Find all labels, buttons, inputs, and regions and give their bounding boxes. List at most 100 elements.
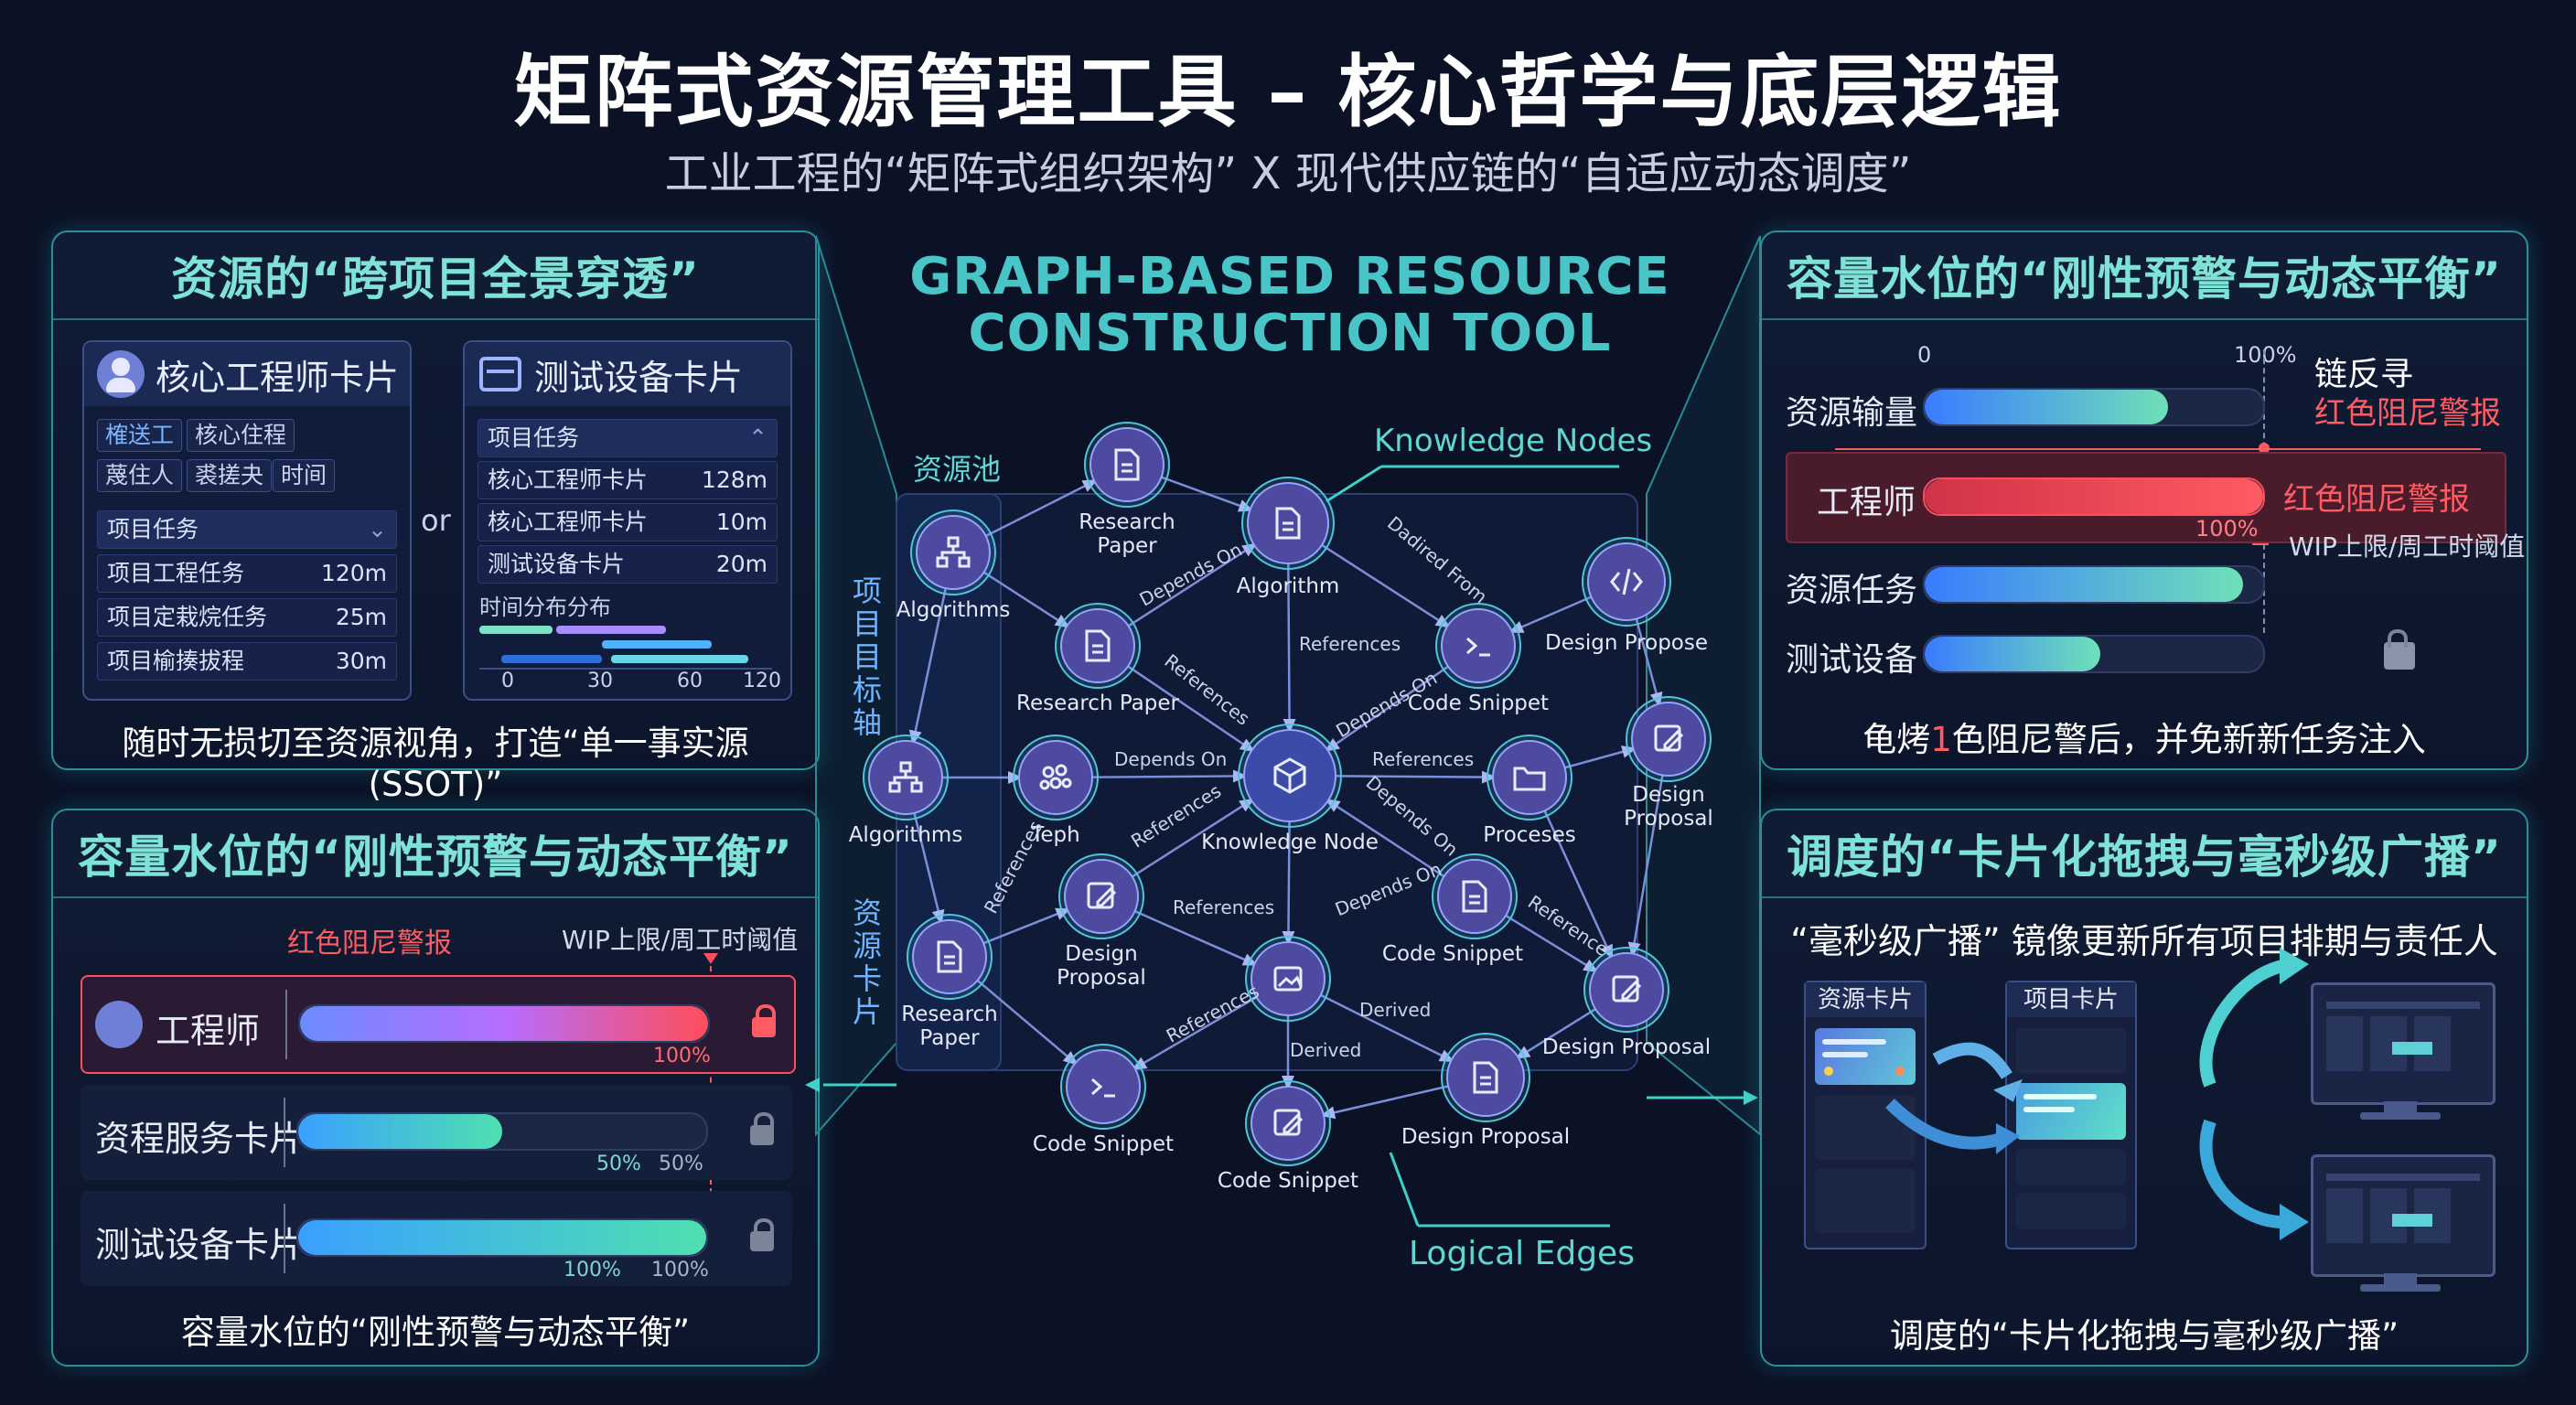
timeline-bar bbox=[479, 626, 553, 634]
tag-chip[interactable]: 榷送工 bbox=[97, 419, 183, 452]
capacity-row-engineer[interactable]: 工程师 100% bbox=[80, 975, 796, 1074]
side-label: 链反寻 bbox=[2314, 356, 2414, 393]
edge-arrowhead bbox=[1434, 614, 1451, 628]
tag-chip[interactable]: 裘搓夬 bbox=[187, 459, 273, 492]
card-title: 核心工程师卡片 bbox=[156, 357, 400, 398]
graph-edge bbox=[1091, 775, 1240, 778]
avatar-icon bbox=[97, 350, 145, 398]
task-dropdown[interactable]: 项目任务 ⌄ bbox=[97, 510, 397, 549]
cube-icon bbox=[1273, 757, 1306, 794]
graph-edge bbox=[976, 979, 1072, 1061]
code-icon bbox=[1610, 568, 1643, 595]
edge-label: Depends On bbox=[1114, 748, 1228, 770]
node-label: Teph bbox=[1031, 823, 1080, 847]
resource-card-column[interactable]: 资源卡片 bbox=[1804, 981, 1927, 1249]
node-label: Design Propose bbox=[1544, 631, 1709, 655]
scale-min: 0 bbox=[1917, 342, 1932, 368]
lock-icon bbox=[750, 1112, 774, 1145]
node-label: Proceses bbox=[1483, 823, 1576, 847]
panel-title: 调度的“卡片化拖拽与毫秒级广播” bbox=[1762, 810, 2527, 898]
graph-edge bbox=[1127, 547, 1250, 627]
graph-node[interactable] bbox=[1492, 740, 1567, 815]
drop-card[interactable] bbox=[2016, 1083, 2126, 1140]
bar-name: 资源输量 bbox=[1786, 394, 1918, 432]
graph-edge bbox=[985, 482, 1090, 538]
graph-edge bbox=[1321, 543, 1444, 625]
panel-scheduling: 调度的“卡片化拖拽与毫秒级广播” “毫秒级广播” 镜像更新所有项目排期与责任人 … bbox=[1760, 809, 2528, 1367]
pct-label: 100% bbox=[2195, 516, 2259, 542]
capacity-bar bbox=[1923, 635, 2265, 673]
card-title: 测试设备卡片 bbox=[534, 357, 744, 398]
avatar-icon bbox=[95, 1001, 143, 1048]
graph-edge bbox=[913, 587, 947, 737]
tick-label: 30 bbox=[587, 670, 613, 692]
capacity-row-service[interactable]: 资程服务卡片 50% 50% bbox=[80, 1085, 792, 1180]
document-icon bbox=[937, 940, 962, 973]
tag-chip[interactable]: 蔑住人 bbox=[97, 459, 183, 492]
alarm-label: 红色阻尼警报 bbox=[287, 928, 452, 960]
folder-icon bbox=[1513, 767, 1546, 791]
graph-edge bbox=[1161, 476, 1246, 509]
edit-icon bbox=[1612, 975, 1642, 1003]
drag-arrows bbox=[1885, 948, 2309, 1240]
node-label: Code Snippet bbox=[1381, 942, 1524, 966]
edit-icon bbox=[1087, 882, 1117, 909]
tag-chip[interactable]: 时间 bbox=[273, 459, 336, 492]
graph-node[interactable] bbox=[1441, 608, 1516, 683]
pct-label: 100% bbox=[653, 1045, 711, 1067]
capacity-bar bbox=[296, 1218, 708, 1257]
document-icon bbox=[1085, 629, 1111, 662]
edge-label: References bbox=[1173, 896, 1275, 918]
page-title: 矩阵式资源管理工具 – 核心哲学与底层逻辑 bbox=[513, 47, 2063, 138]
task-dropdown[interactable]: 项目任务 ⌃ bbox=[478, 419, 778, 457]
edge-arrowhead bbox=[1515, 1046, 1531, 1059]
graph-edge bbox=[913, 812, 941, 917]
capacity-row-device[interactable]: 测试设备卡片 100% 100% bbox=[80, 1191, 792, 1286]
timeline-bar bbox=[556, 626, 666, 634]
graph-edge bbox=[1332, 802, 1445, 878]
bar-name: 测试设备 bbox=[1786, 641, 1918, 679]
graph-edge bbox=[1564, 749, 1628, 769]
engineer-card[interactable]: 核心工程师卡片 榷送工 核心住程 蔑住人 裘搓夬 时间 项目任务 ⌄ 项目工程任… bbox=[82, 340, 412, 701]
chevron-down-icon: ⌄ bbox=[368, 516, 387, 542]
knowledge-nodes-label: Knowledge Nodes bbox=[1374, 423, 1653, 459]
threshold-marker bbox=[703, 953, 718, 964]
panel-footer: 龟烤1色阻尼警后，并免新新任务注入 bbox=[1862, 720, 2426, 759]
graph-edge bbox=[1132, 802, 1248, 878]
panel-footer: 容量水位的“刚性预警与动态平衡” bbox=[180, 1313, 691, 1352]
edge-arrowhead bbox=[1481, 770, 1497, 784]
timeline-bar bbox=[611, 655, 748, 663]
graph-edge bbox=[1335, 775, 1488, 778]
project-axis-label: 项目目标轴 bbox=[853, 574, 883, 740]
drag-card[interactable] bbox=[1815, 1028, 1916, 1085]
tag-chip[interactable]: 核心住程 bbox=[187, 419, 295, 452]
graph-edge bbox=[1505, 914, 1592, 969]
edge-arrowhead bbox=[1132, 1056, 1148, 1070]
node-label: Design Proposal bbox=[1541, 1035, 1712, 1059]
panel-resource-penetration: 资源的“跨项目全景穿透” 核心工程师卡片 榷送工 核心住程 蔑住人 裘搓夬 时间… bbox=[51, 231, 820, 804]
or-label: or bbox=[421, 503, 451, 538]
capacity-bar bbox=[1923, 565, 2265, 604]
edge-arrowhead bbox=[1282, 930, 1295, 947]
monitor-icon bbox=[2311, 1154, 2496, 1277]
edge-label: References bbox=[1299, 633, 1401, 655]
tick-label: 60 bbox=[677, 670, 703, 692]
pct-label: 50% bbox=[596, 1153, 641, 1175]
node-label: Knowledge Node bbox=[1201, 831, 1379, 854]
graph-edge bbox=[1635, 618, 1659, 699]
project-card-column[interactable]: 项目卡片 bbox=[2005, 981, 2137, 1249]
graph-node[interactable] bbox=[1066, 1049, 1141, 1124]
alarm-label: 红色阻尼警报 bbox=[2283, 481, 2470, 518]
edge-arrowhead bbox=[1239, 798, 1255, 812]
column-title: 项目卡片 bbox=[2007, 982, 2135, 1017]
edge-arrowhead bbox=[1054, 614, 1070, 628]
node-label: Design Proposal bbox=[1401, 1125, 1571, 1149]
